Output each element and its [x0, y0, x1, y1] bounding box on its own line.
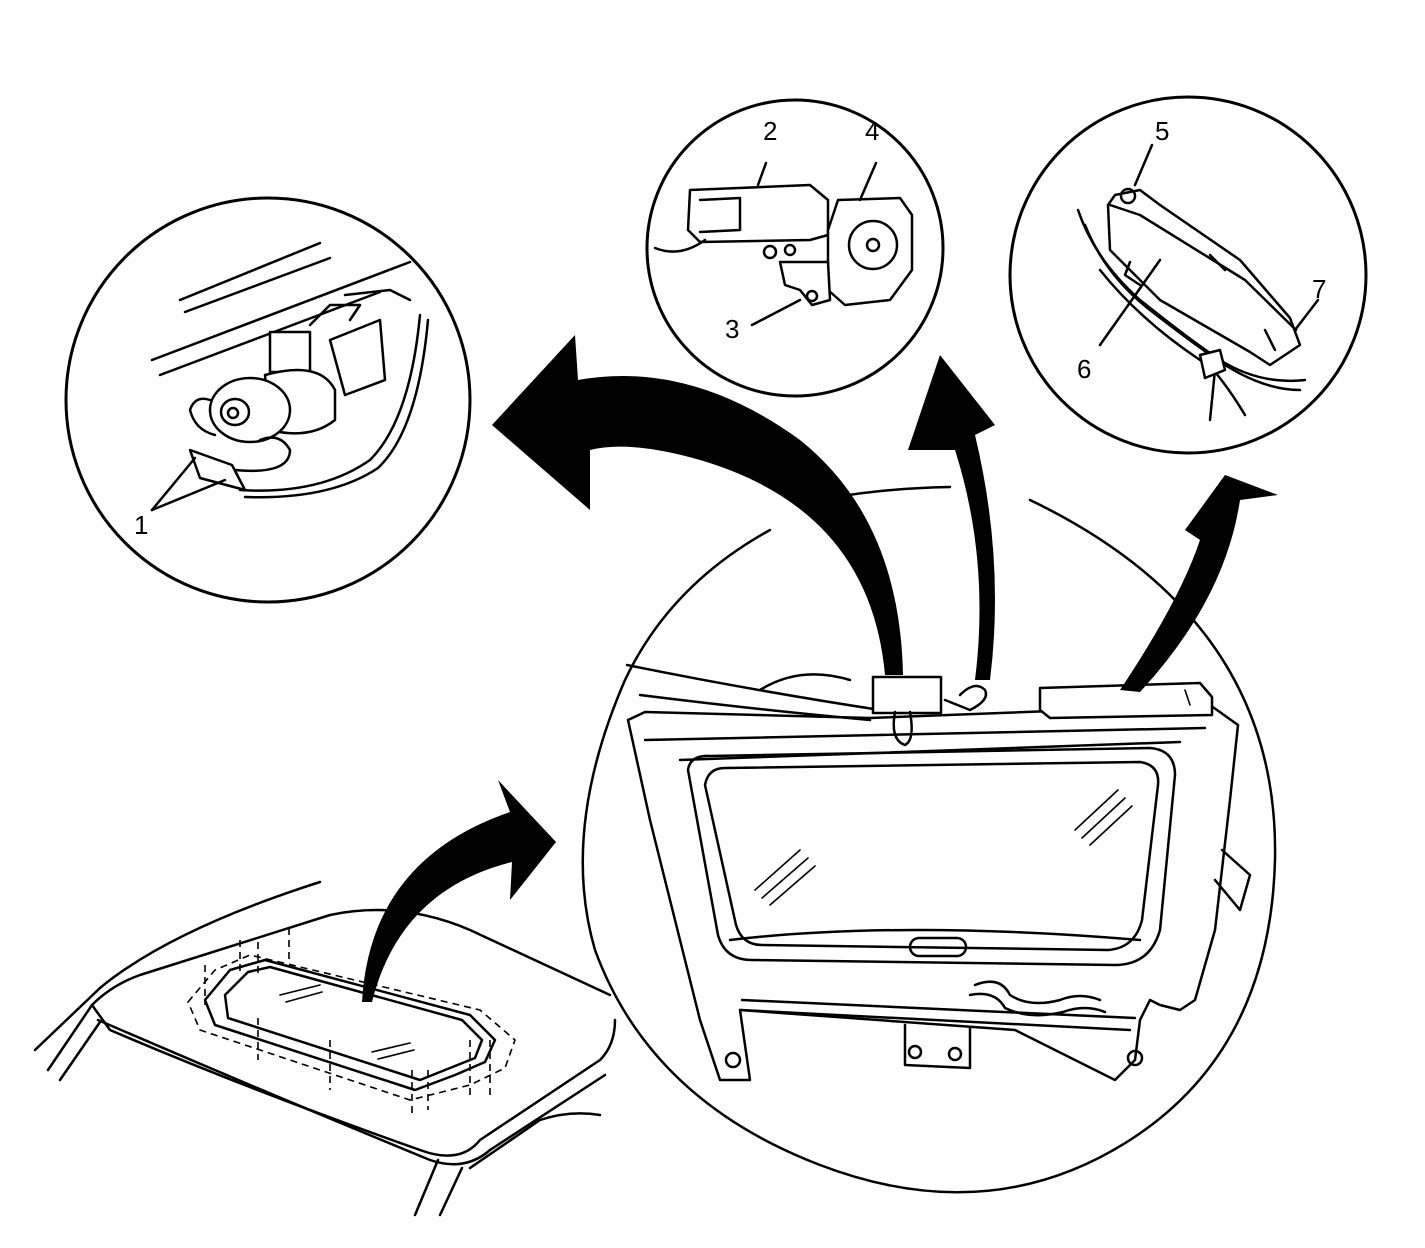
callout-4: 4 [865, 116, 879, 146]
callout-arrow-icon [362, 780, 556, 1002]
vehicle-roof-icon [33, 880, 617, 1217]
sunroof-control-module-icon: 5 6 7 [1008, 95, 1368, 455]
callout-7: 7 [1312, 274, 1326, 304]
callout-arrow-icon [492, 335, 903, 675]
callout-6: 6 [1077, 354, 1091, 384]
callout-arrow-icon [908, 355, 995, 680]
callout-arrow-icon [1120, 475, 1278, 692]
callout-2: 2 [763, 116, 777, 146]
sunroof-motor-icon: 1 [64, 196, 472, 604]
sunroof-frame-icon [581, 485, 1277, 1194]
callout-1: 1 [134, 510, 148, 540]
callout-3: 3 [725, 314, 739, 344]
callout-5: 5 [1155, 116, 1169, 146]
sunroof-module-icon: 2 4 3 [645, 98, 945, 398]
